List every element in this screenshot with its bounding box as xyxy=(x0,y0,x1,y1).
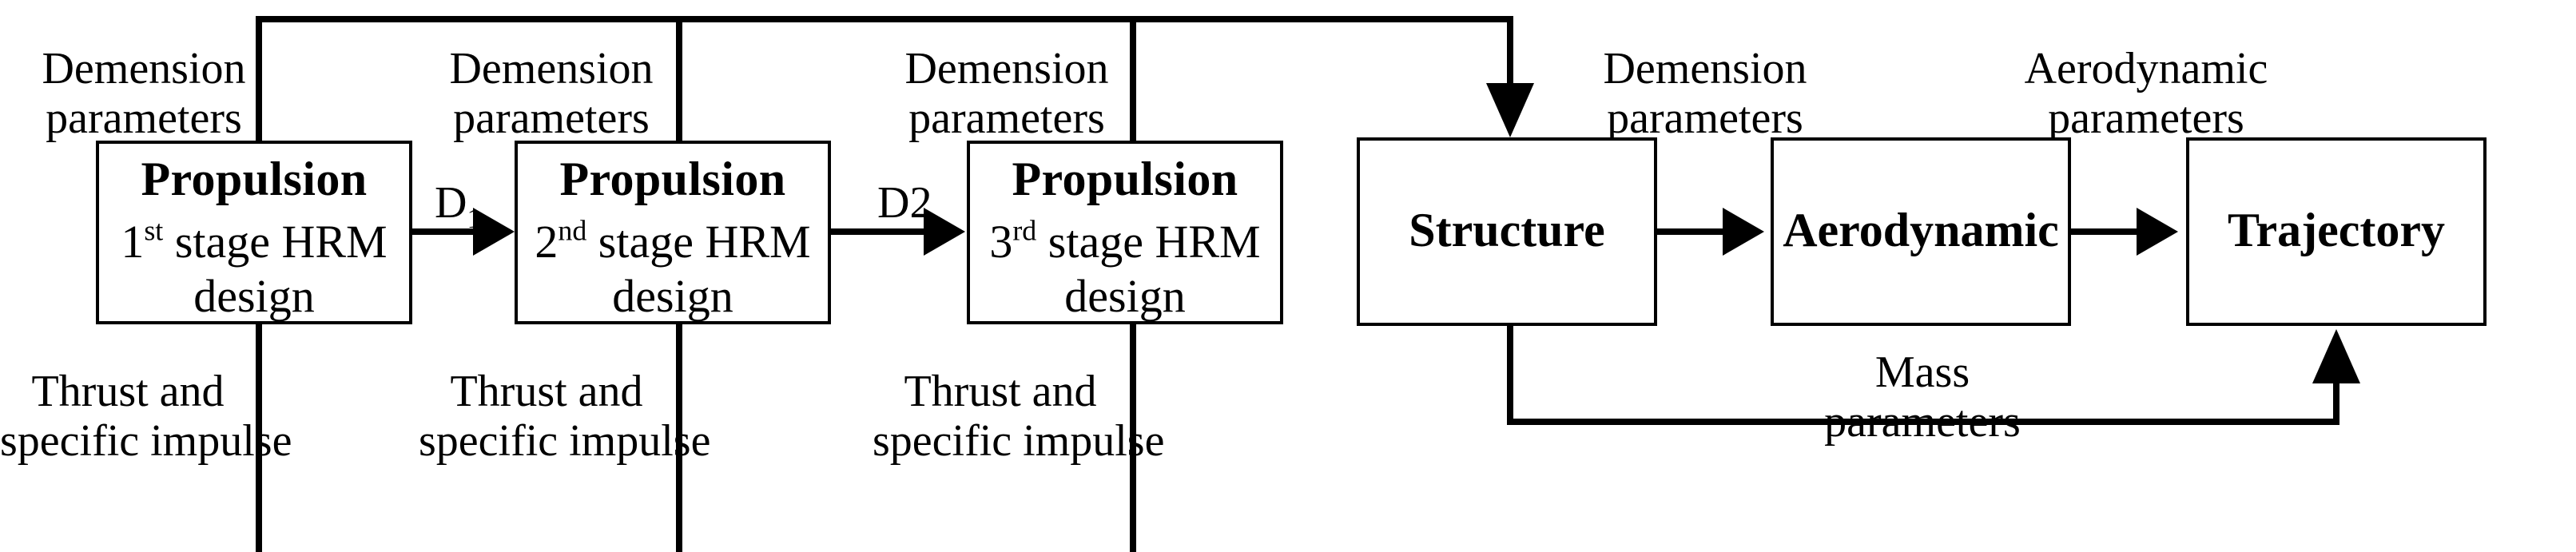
box-propulsion-3-line-2: design xyxy=(1064,272,1186,323)
box-propulsion-1-title: Propulsion xyxy=(141,153,368,206)
arrow-line-structure-to-aerodynamic xyxy=(1657,228,1734,235)
caption-demension-parameters-2: Demension parameters xyxy=(407,45,695,145)
box-propulsion-1-line-2: design xyxy=(193,272,315,323)
caption-line-1: Thrust and xyxy=(450,367,643,417)
caption-aerodynamic-parameters: Aerodynamic parameters xyxy=(1986,45,2306,145)
arrow-line-propulsion2-to-propulsion3 xyxy=(831,228,936,235)
edge-label-d1-base: D xyxy=(435,179,467,228)
box-aerodynamic[interactable]: Aerodynamic xyxy=(1771,137,2071,326)
stage-rest: stage HRM xyxy=(174,217,388,268)
box-aerodynamic-label: Aerodynamic xyxy=(1783,205,2059,257)
box-trajectory-label: Trajectory xyxy=(2227,205,2446,257)
box-propulsion-1[interactable]: Propulsion 1st stage HRM design xyxy=(96,141,412,324)
arrow-up-to-trajectory-icon xyxy=(2312,329,2360,383)
caption-thrust-specific-impulse-2: Thrust and specific impulse xyxy=(419,367,711,467)
caption-line-1: Thrust and xyxy=(31,367,225,417)
box-structure-label: Structure xyxy=(1409,205,1605,257)
stage-ordinal-suffix: rd xyxy=(1012,214,1037,247)
bottom-bus-riser-to-propulsion-3 xyxy=(1130,324,1136,552)
caption-line-1: Thrust and xyxy=(904,367,1097,417)
caption-line-2: specific impulse xyxy=(419,417,711,467)
caption-line-1: Aerodynamic xyxy=(2024,45,2268,94)
stage-ordinal: 3 xyxy=(989,217,1013,268)
caption-line-2: parameters xyxy=(1607,94,1803,145)
caption-line-1: Demension xyxy=(449,45,654,94)
caption-line-2: specific impulse xyxy=(873,417,1165,467)
box-structure[interactable]: Structure xyxy=(1357,137,1657,326)
box-propulsion-3[interactable]: Propulsion 3rd stage HRM design xyxy=(967,141,1283,324)
caption-thrust-specific-impulse-1: Thrust and specific impulse xyxy=(0,367,292,467)
box-propulsion-2-title: Propulsion xyxy=(559,153,786,206)
caption-demension-parameters-3: Demension parameters xyxy=(863,45,1151,145)
edge-label-d2-text: D2 xyxy=(877,179,932,228)
caption-line-1: Mass xyxy=(1874,348,1970,398)
stage-rest: stage HRM xyxy=(1047,217,1261,268)
box-propulsion-2-line-2: design xyxy=(612,272,733,323)
mass-feedback-vertical-from-structure xyxy=(1507,326,1513,425)
edge-label-d2: D2 xyxy=(877,179,932,230)
stage-rest: stage HRM xyxy=(598,217,811,268)
caption-line-2: parameters xyxy=(453,94,650,145)
stage-ordinal: 1 xyxy=(121,217,145,268)
caption-line-2: parameters xyxy=(1824,398,2021,448)
box-propulsion-3-title: Propulsion xyxy=(1012,153,1238,206)
bottom-bus-riser-to-propulsion-1 xyxy=(256,324,262,552)
caption-demension-parameters-1: Demension parameters xyxy=(0,45,288,145)
arrow-head-structure-to-aerodynamic-icon xyxy=(1723,208,1764,256)
stage-ordinal-suffix: st xyxy=(144,214,164,247)
top-bus-horizontal-line xyxy=(256,16,1513,22)
arrow-down-to-structure-icon xyxy=(1486,83,1534,137)
box-propulsion-1-line-1: 1st stage HRM xyxy=(99,214,409,270)
box-trajectory[interactable]: Trajectory xyxy=(2186,137,2487,326)
top-bus-drop-to-structure xyxy=(1507,16,1513,88)
caption-line-2: parameters xyxy=(908,94,1105,145)
caption-line-1: Demension xyxy=(904,45,1109,94)
caption-line-1: Demension xyxy=(1603,45,1807,94)
bottom-bus-riser-to-propulsion-2 xyxy=(676,324,682,552)
caption-mass-parameters: Mass parameters xyxy=(1763,348,2082,448)
mass-feedback-vertical-to-trajectory xyxy=(2333,383,2339,425)
box-propulsion-3-line-1: 3rd stage HRM xyxy=(970,214,1280,270)
arrow-head-propulsion2-to-propulsion3-icon xyxy=(924,208,965,256)
arrow-line-aerodynamic-to-trajectory xyxy=(2071,228,2148,235)
arrow-head-aerodynamic-to-trajectory-icon xyxy=(2137,208,2178,256)
caption-line-2: parameters xyxy=(46,94,242,145)
caption-demension-parameters-structure: Demension parameters xyxy=(1561,45,1849,145)
caption-line-2: parameters xyxy=(2048,94,2244,145)
caption-line-2: specific impulse xyxy=(0,417,292,467)
caption-thrust-specific-impulse-3: Thrust and specific impulse xyxy=(873,367,1165,467)
arrow-line-propulsion1-to-propulsion2 xyxy=(412,228,492,235)
box-propulsion-2[interactable]: Propulsion 2nd stage HRM design xyxy=(515,141,831,324)
mass-feedback-horizontal-line xyxy=(1507,419,2338,425)
arrow-head-propulsion1-to-propulsion2-icon xyxy=(473,208,515,256)
stage-ordinal: 2 xyxy=(535,217,559,268)
box-propulsion-2-line-1: 2nd stage HRM xyxy=(518,214,828,270)
caption-line-1: Demension xyxy=(42,45,246,94)
stage-ordinal-suffix: nd xyxy=(558,214,587,247)
